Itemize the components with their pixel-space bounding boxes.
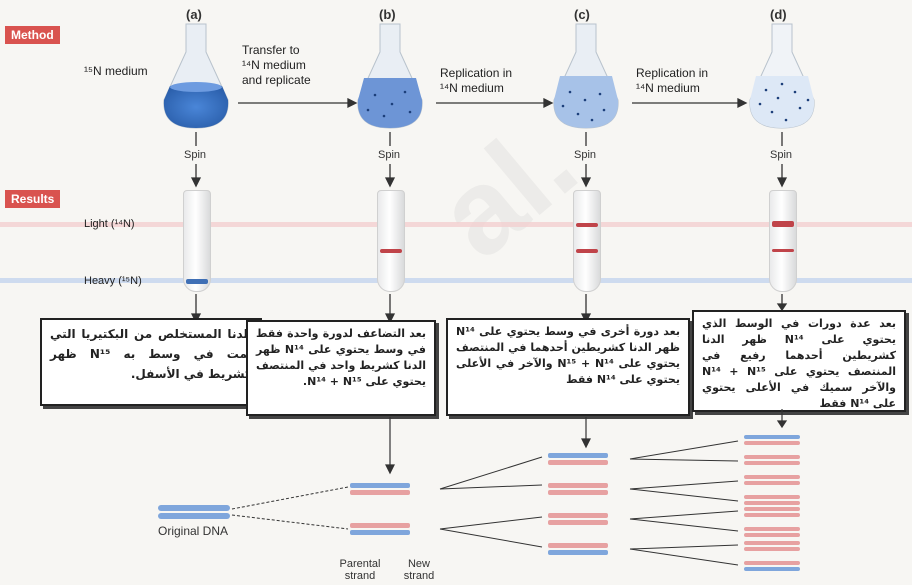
tube-a <box>183 190 211 292</box>
caption-b: بعد التضاعف لدورة واحدة فقط في وسط يحتوي… <box>246 320 436 416</box>
flasks-diagram <box>163 23 815 188</box>
parental-strand-label: Parental strand <box>339 558 381 582</box>
heavy-band <box>186 279 208 284</box>
transfer-step-line3: and replicate <box>242 73 311 87</box>
heavy-n15-label: Heavy (¹⁵N) <box>84 275 142 287</box>
method-tag: Method <box>5 26 60 44</box>
original-dna-label: Original DNA <box>158 524 229 538</box>
hybrid-band <box>772 249 794 252</box>
replication-step3-line2: ¹⁴N medium <box>636 81 700 95</box>
replication-step3-line1: Replication in <box>636 66 709 80</box>
original-dna <box>158 505 230 519</box>
spin-label-b: Spin <box>378 149 401 161</box>
column-b-label: (b) <box>379 7 396 22</box>
tube-d <box>769 190 797 292</box>
caption-c: بعد دورة أخرى في وسط يحتوي على N¹⁴ ظهر ا… <box>446 318 690 416</box>
light-band <box>772 221 794 227</box>
column-d-label: (d) <box>770 7 787 22</box>
replication-step2-line1: Replication in <box>440 66 513 80</box>
gen3-dna <box>744 435 800 571</box>
heavy-reference-line <box>0 278 912 283</box>
spin-arrows <box>190 132 788 188</box>
spin-label-d: Spin <box>770 149 793 161</box>
dna-replication-diagram <box>158 409 800 571</box>
light-reference-line <box>0 222 912 227</box>
dna-dots <box>366 82 810 122</box>
flask-a <box>163 23 229 129</box>
flask-c <box>553 23 619 129</box>
tube-c <box>573 190 601 292</box>
column-a-label: (a) <box>186 7 202 22</box>
process-arrows <box>238 97 748 109</box>
light-band <box>576 223 598 227</box>
hybrid-band <box>380 249 402 253</box>
column-c-label: (c) <box>574 7 590 22</box>
transfer-step-line1: Transfer to <box>242 43 300 57</box>
flask-d <box>749 23 815 129</box>
spin-label-a: Spin <box>184 149 207 161</box>
gen1-dna <box>350 483 410 535</box>
hybrid-band <box>576 249 598 253</box>
flask-b <box>357 23 423 129</box>
transfer-step-line2: ¹⁴N medium <box>242 58 306 72</box>
n15-medium-label: ¹⁵N medium <box>84 64 148 78</box>
spin-label-c: Spin <box>574 149 597 161</box>
light-n14-label: Light (¹⁴N) <box>84 218 135 230</box>
new-strand-label: New strand <box>403 558 435 582</box>
caption-a: الدنا المستخلص من البكتيريا التي نمت في … <box>40 318 262 406</box>
caption-d: بعد عدة دورات في الوسط الذي يحتوي على N¹… <box>692 310 906 412</box>
tube-b <box>377 190 405 292</box>
replication-step2-line2: ¹⁴N medium <box>440 81 504 95</box>
gen2-dna <box>548 453 608 555</box>
results-tag: Results <box>5 190 61 208</box>
